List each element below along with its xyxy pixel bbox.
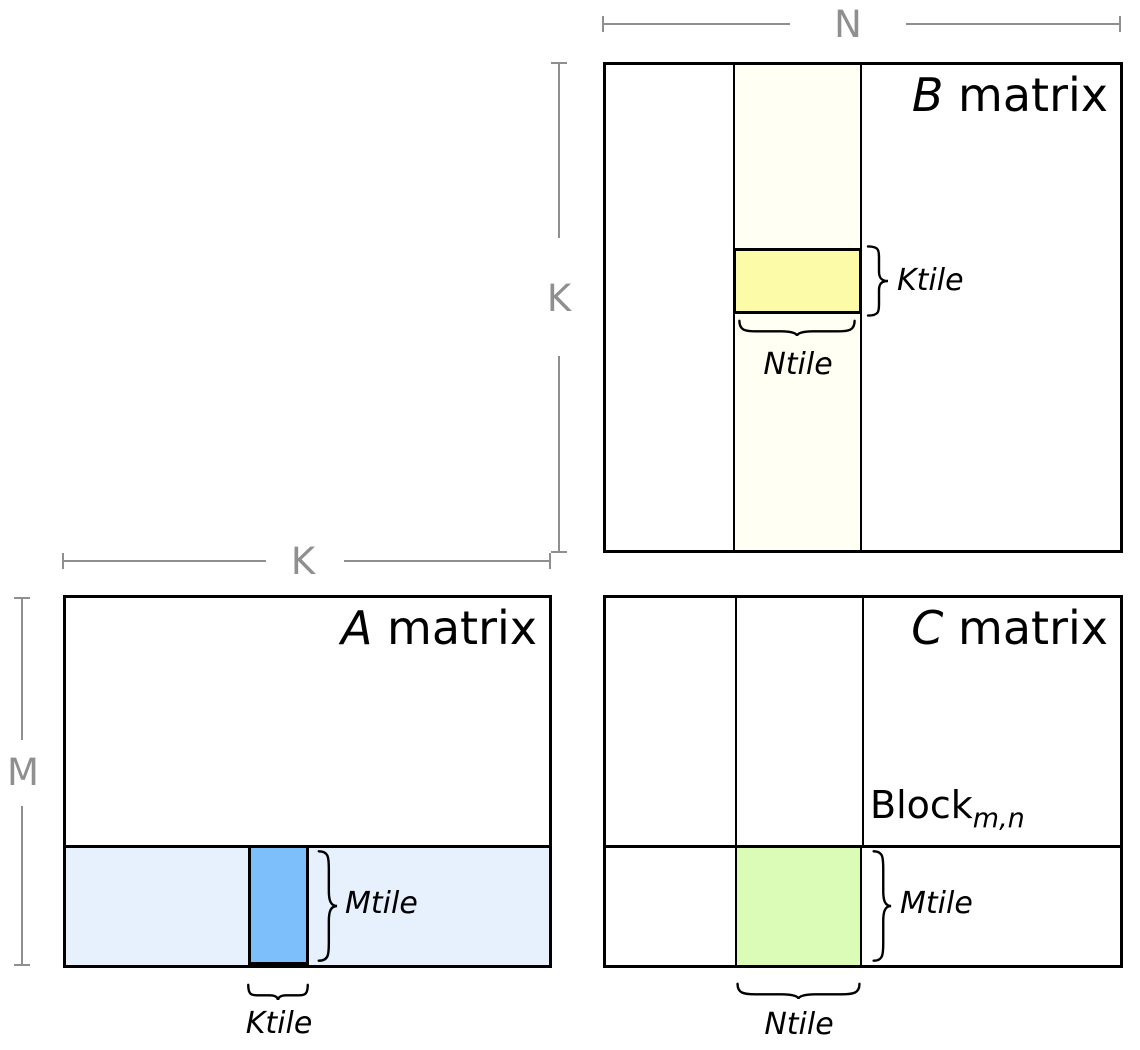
b-ntile-label: Ntile bbox=[763, 347, 833, 382]
m-dimension-label: M bbox=[7, 751, 39, 794]
a-ktile-label: Ktile bbox=[245, 1006, 313, 1041]
c-block-tile bbox=[735, 848, 862, 965]
a-mtile-label: Mtile bbox=[345, 886, 418, 921]
b-ktile-brace-icon bbox=[865, 245, 889, 317]
c-mtile-brace-icon bbox=[871, 849, 892, 963]
c-matrix-title: C matrix bbox=[911, 602, 1108, 655]
a-matrix-box: A matrix bbox=[63, 595, 552, 968]
b-matrix-title-letter: B bbox=[911, 68, 944, 122]
c-ntile-brace-icon bbox=[735, 981, 862, 1000]
c-block-subscript: m,n bbox=[972, 803, 1025, 834]
c-block-annotation: Blockm,n bbox=[870, 786, 1025, 832]
c-matrix-title-word: matrix bbox=[943, 601, 1108, 655]
k-vertical-ruler-tick-top bbox=[551, 62, 567, 64]
n-ruler-line-left bbox=[603, 23, 790, 25]
c-row-divider-line bbox=[606, 845, 1120, 848]
m-ruler-tick-top bbox=[14, 597, 30, 599]
k-horizontal-ruler-line-left bbox=[63, 560, 266, 562]
k-horizontal-ruler-tick-left bbox=[62, 553, 64, 569]
a-ktile-tile bbox=[248, 845, 309, 965]
b-matrix-title-word: matrix bbox=[943, 68, 1108, 122]
k-horizontal-ruler-line-right bbox=[344, 560, 551, 562]
n-ruler-line-right bbox=[906, 23, 1121, 25]
k-horizontal-ruler-tick-right bbox=[549, 553, 551, 569]
n-ruler-tick-left bbox=[602, 16, 604, 32]
c-matrix-title-letter: C bbox=[911, 601, 944, 655]
a-mtile-brace-icon bbox=[316, 849, 338, 963]
k-vertical-ruler-line-top bbox=[558, 63, 560, 238]
c-ntile-label: Ntile bbox=[764, 1007, 834, 1042]
k-horizontal-dimension-label: K bbox=[290, 540, 316, 583]
c-mtile-label: Mtile bbox=[900, 886, 973, 921]
k-vertical-ruler-line-bottom bbox=[558, 356, 560, 553]
n-dimension-label: N bbox=[834, 3, 862, 46]
m-ruler-line-bottom bbox=[21, 806, 23, 966]
k-vertical-dimension-label: K bbox=[546, 277, 572, 320]
b-matrix-box: B matrix bbox=[603, 62, 1123, 553]
k-vertical-ruler-tick-bottom bbox=[551, 551, 567, 553]
c-column-line-left bbox=[735, 598, 737, 845]
c-column-line-right bbox=[862, 598, 864, 845]
b-matrix-title: B matrix bbox=[912, 69, 1108, 122]
m-ruler-tick-bottom bbox=[14, 964, 30, 966]
a-ktile-brace-icon bbox=[247, 982, 309, 1001]
b-ntile-brace-icon bbox=[737, 318, 857, 337]
b-ktile-tile bbox=[733, 248, 862, 314]
a-matrix-title: A matrix bbox=[341, 602, 537, 655]
b-ktile-label: Ktile bbox=[897, 263, 964, 298]
a-matrix-title-word: matrix bbox=[372, 601, 537, 655]
a-matrix-title-letter: A bbox=[340, 601, 373, 655]
c-block-word: Block bbox=[870, 783, 973, 827]
m-ruler-line-top bbox=[21, 598, 23, 740]
n-ruler-tick-right bbox=[1119, 16, 1121, 32]
c-matrix-box: C matrix bbox=[603, 595, 1123, 968]
